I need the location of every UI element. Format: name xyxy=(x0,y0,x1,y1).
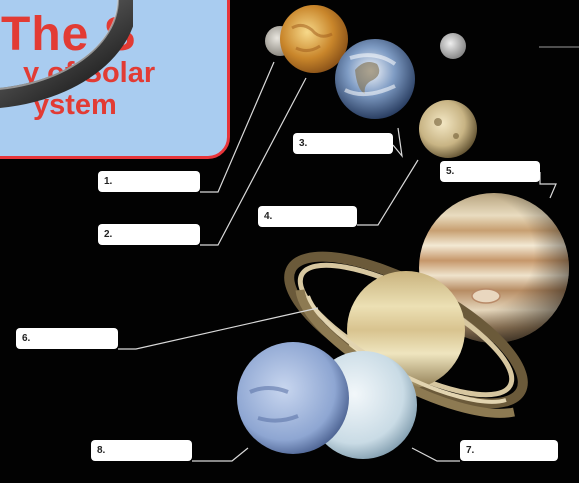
answer-box-8[interactable]: 8. xyxy=(91,440,192,461)
answer-box-5[interactable]: 5. xyxy=(440,161,540,182)
answer-number-8: 8. xyxy=(97,445,106,456)
answer-box-6[interactable]: 6. xyxy=(16,328,118,349)
venus-planet xyxy=(280,5,348,73)
great-red-spot xyxy=(471,288,501,304)
moon xyxy=(440,33,466,59)
answer-number-2: 2. xyxy=(104,229,113,240)
mars-planet xyxy=(419,100,477,158)
answer-number-1: 1. xyxy=(104,176,113,187)
title-panel: The S y of Solar ystem xyxy=(0,0,230,159)
answer-number-3: 3. xyxy=(299,138,308,149)
answer-box-3[interactable]: 3. xyxy=(293,133,393,154)
answer-number-5: 5. xyxy=(446,166,455,177)
answer-number-7: 7. xyxy=(466,445,475,456)
answer-number-6: 6. xyxy=(22,333,31,344)
answer-box-1[interactable]: 1. xyxy=(98,171,200,192)
answer-number-4: 4. xyxy=(264,211,273,222)
answer-box-4[interactable]: 4. xyxy=(258,206,357,227)
earth-planet xyxy=(335,39,415,119)
answer-box-7[interactable]: 7. xyxy=(460,440,558,461)
neptune-planet xyxy=(237,342,349,454)
leader-lines xyxy=(118,61,557,462)
answer-box-2[interactable]: 2. xyxy=(98,224,200,245)
